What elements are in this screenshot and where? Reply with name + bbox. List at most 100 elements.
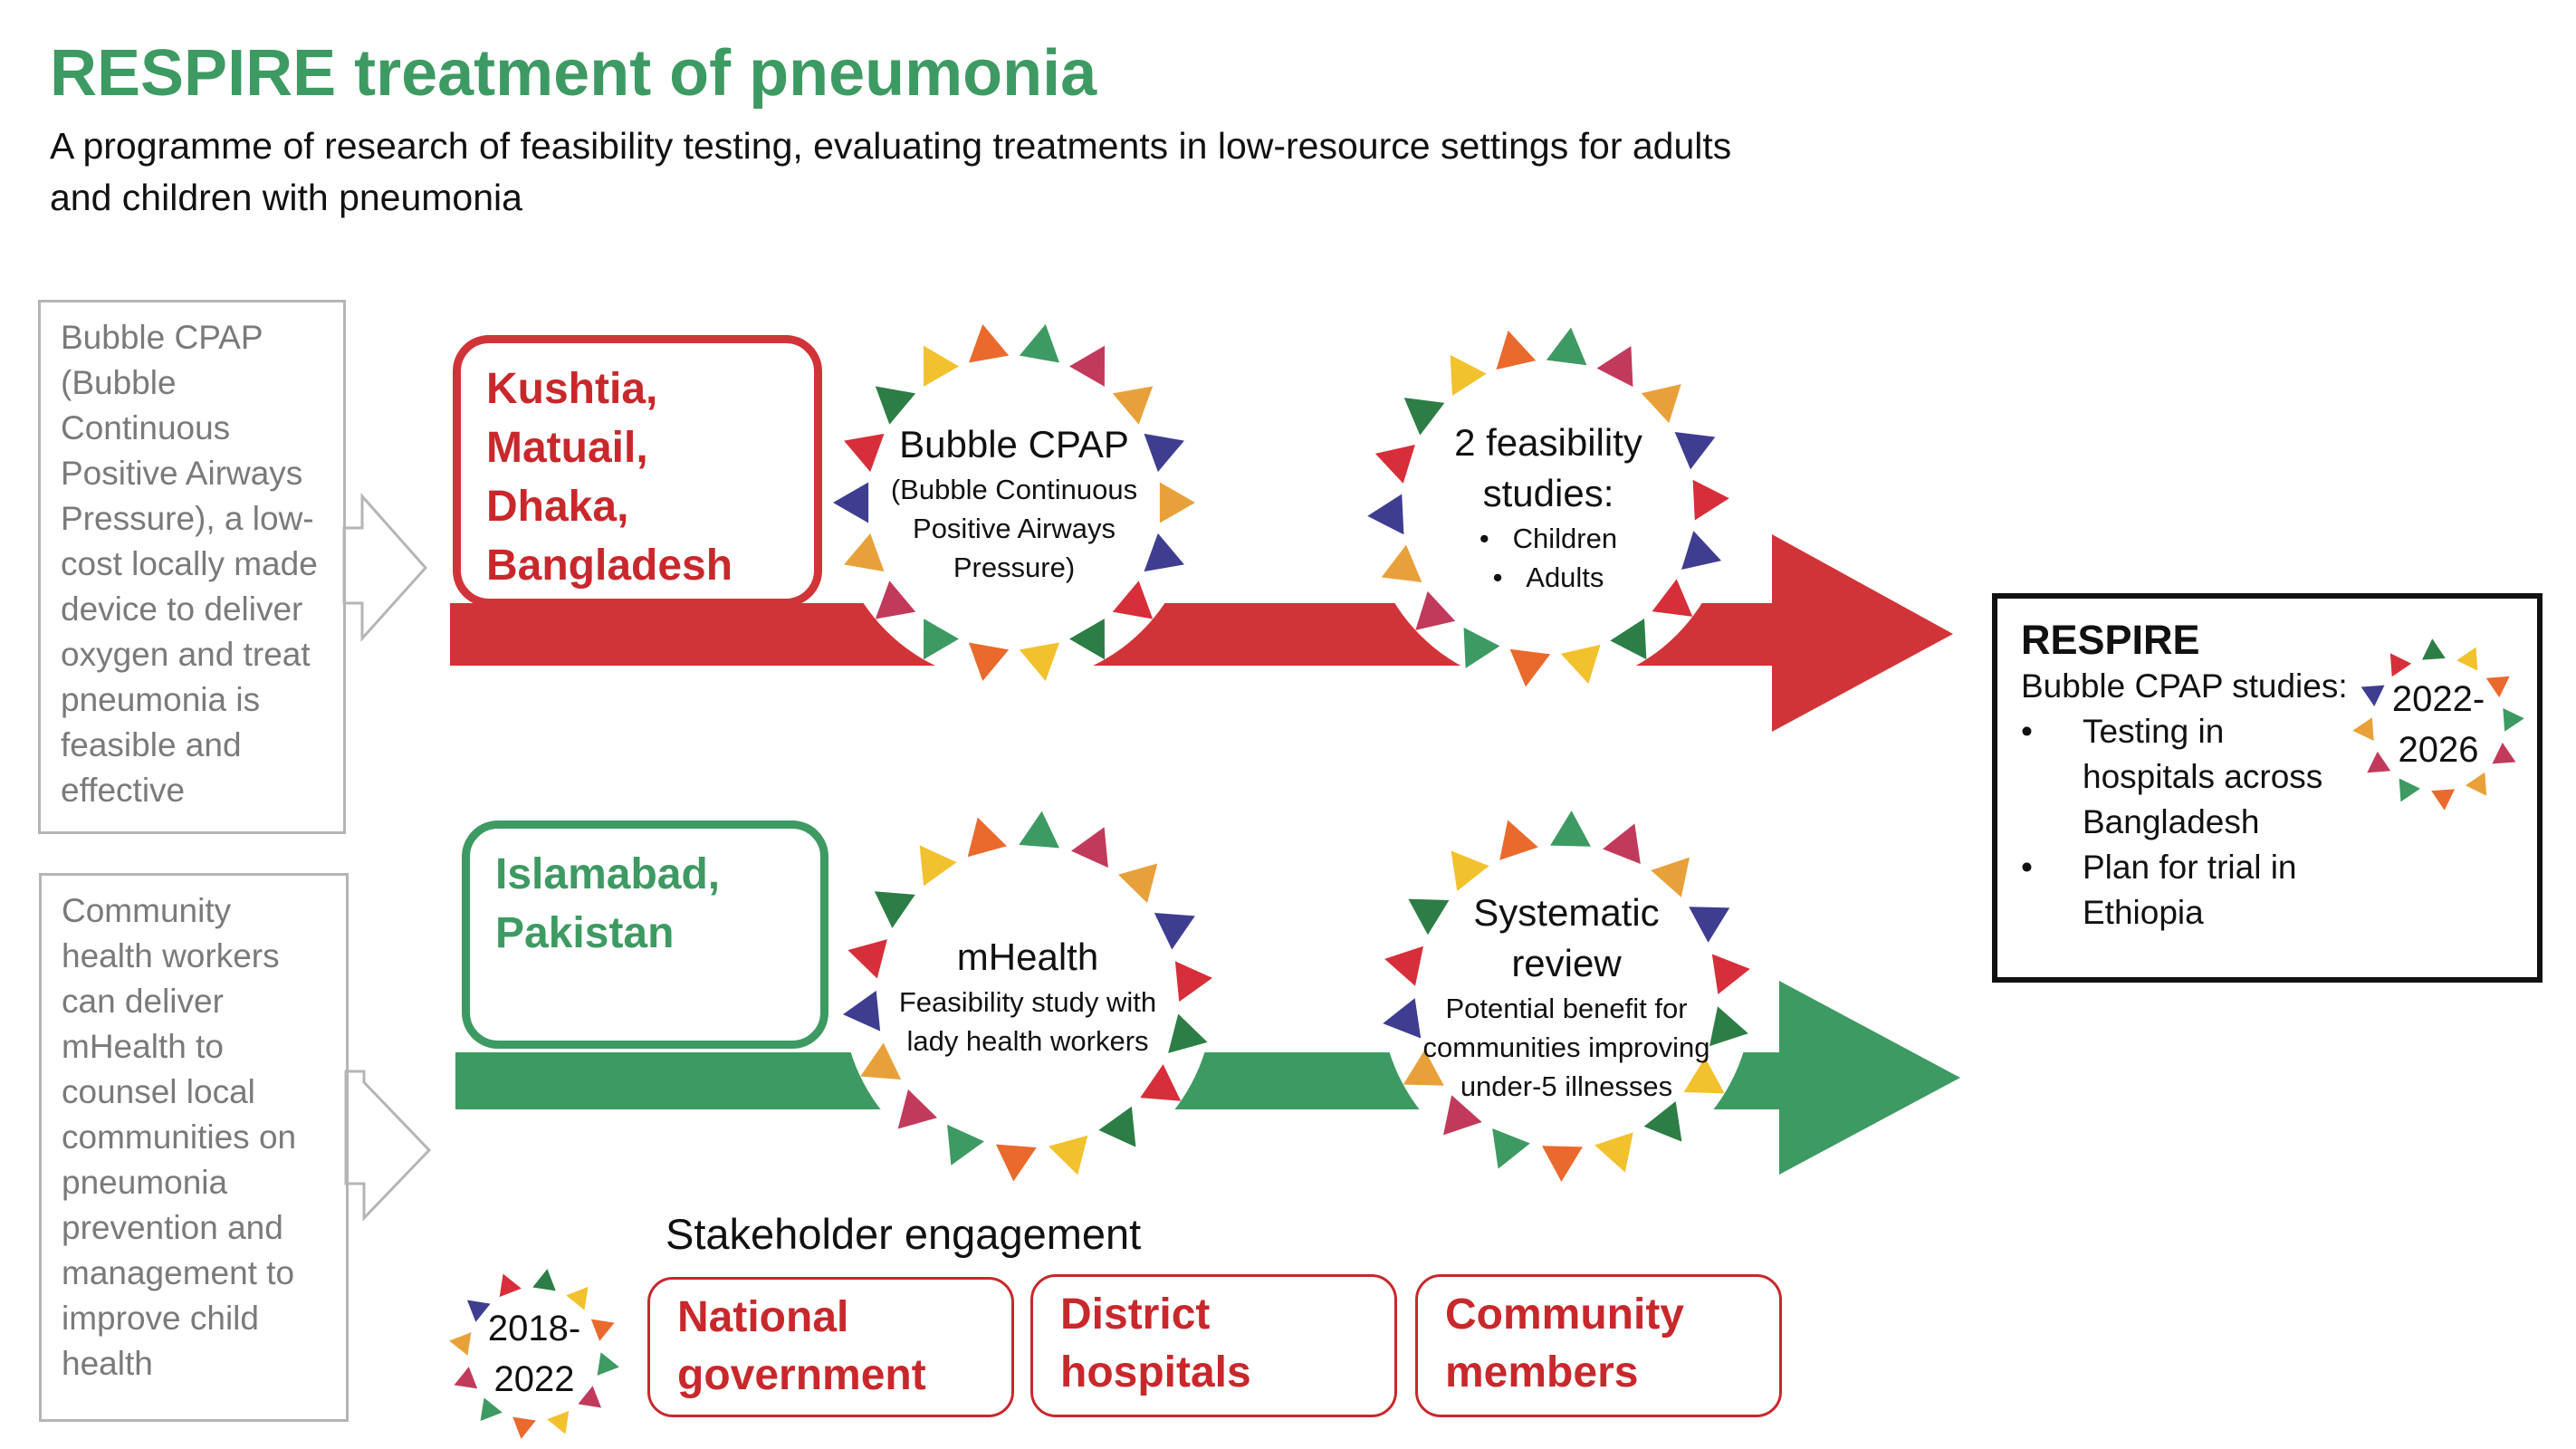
ring-triangle bbox=[1492, 1128, 1530, 1169]
ring-triangle bbox=[2456, 647, 2478, 671]
ring-background bbox=[842, 811, 1213, 1182]
respire-box: RESPIRE Bubble CPAP studies: •Testing in… bbox=[1992, 593, 2542, 983]
ring-triangle bbox=[1140, 1064, 1182, 1101]
respire-title: RESPIRE bbox=[2021, 617, 2200, 663]
ring-triangle bbox=[947, 1124, 984, 1166]
ring-triangle bbox=[1674, 431, 1716, 470]
ring-triangle bbox=[1071, 827, 1108, 868]
ring-triangle bbox=[597, 1352, 619, 1376]
years-text: 2018-2022 bbox=[487, 1309, 581, 1399]
ring-triangle bbox=[1098, 1106, 1136, 1147]
ring-triangle bbox=[1112, 386, 1154, 425]
ring-triangle bbox=[967, 817, 1007, 858]
ring-triangle bbox=[1546, 327, 1587, 366]
circle-feasibility-studies: 2 feasibility studies: • Children • Adul… bbox=[1376, 335, 1720, 679]
ring-triangle bbox=[2352, 717, 2374, 742]
ring-triangle bbox=[1681, 531, 1722, 570]
ring-triangle bbox=[919, 845, 957, 887]
ring-triangle bbox=[2367, 751, 2391, 773]
ring-background bbox=[2352, 638, 2524, 811]
ring-triangle bbox=[968, 642, 1010, 681]
chevron-arrow-1 bbox=[342, 493, 428, 642]
ring-triangle bbox=[995, 1144, 1037, 1182]
ring-triangle bbox=[1174, 961, 1213, 1003]
green-arrow bbox=[455, 981, 1960, 1175]
ring-triangle bbox=[1384, 945, 1423, 986]
ring-triangle bbox=[1550, 811, 1591, 847]
ring-triangle bbox=[466, 1300, 491, 1322]
ring-triangle bbox=[874, 891, 915, 928]
ring-triangle bbox=[2421, 638, 2446, 660]
ring-triangle bbox=[1499, 820, 1538, 860]
location-bangladesh: Kushtia, Matuail, Dhaka, Bangladesh bbox=[453, 335, 822, 607]
ring-triangle bbox=[449, 1332, 472, 1356]
ring-triangle bbox=[1641, 384, 1681, 424]
ring-triangle bbox=[1651, 857, 1690, 897]
ring-triangle bbox=[532, 1269, 556, 1291]
ring-triangle bbox=[1652, 579, 1693, 617]
ring-triangle bbox=[1689, 907, 1730, 943]
ring-triangle bbox=[897, 1089, 938, 1129]
ring-triangle bbox=[1144, 533, 1184, 572]
respire-bullet: •Plan for trial in Ethiopia bbox=[2021, 845, 2347, 936]
ring-triangle bbox=[2399, 778, 2420, 802]
ring-triangle bbox=[1144, 433, 1184, 473]
circle-detail: Potential benefit for communities improv… bbox=[1422, 992, 1710, 1102]
ring-triangle bbox=[1049, 1135, 1088, 1176]
ring-triangle bbox=[2485, 676, 2510, 698]
ring-triangle bbox=[1711, 954, 1750, 994]
ring-triangle bbox=[1643, 1100, 1682, 1142]
ring-triangle bbox=[512, 1416, 536, 1439]
bullet-text: Children bbox=[1512, 523, 1618, 554]
ring-triangle bbox=[875, 581, 916, 619]
page-title: RESPIRE treatment of pneumonia bbox=[50, 37, 1097, 110]
ring-triangle bbox=[1168, 1013, 1208, 1053]
ring-triangle bbox=[1019, 324, 1060, 363]
ring-triangle bbox=[1403, 1050, 1444, 1086]
ring-triangle bbox=[1442, 1095, 1482, 1136]
stakeholder-national-government: National government bbox=[647, 1277, 1014, 1417]
chevron-arrow-2 bbox=[344, 1070, 432, 1222]
ring-triangle bbox=[842, 990, 881, 1032]
ring-triangle bbox=[1159, 482, 1195, 523]
respire-bullet: •Testing in hospitals across Bangladesh bbox=[2021, 709, 2347, 845]
ring-triangle bbox=[1415, 590, 1456, 630]
ring-triangle bbox=[1683, 1057, 1725, 1094]
ring-triangle bbox=[860, 1042, 902, 1080]
circle-detail: Feasibility study with lady health worke… bbox=[898, 986, 1157, 1057]
ring-triangle bbox=[1496, 330, 1537, 370]
years-badge-2022: 2022-2026 bbox=[2352, 638, 2524, 811]
ring-triangle bbox=[547, 1410, 570, 1435]
ring-triangle bbox=[2503, 707, 2524, 732]
ring-triangle bbox=[844, 533, 885, 572]
ring-triangle bbox=[1594, 1132, 1633, 1173]
ring-triangle bbox=[566, 1286, 589, 1310]
ring-background bbox=[448, 1268, 620, 1440]
circle-mhealth: mHealth Feasibility study with lady heal… bbox=[856, 824, 1200, 1168]
ring-triangle bbox=[833, 482, 869, 523]
ring-triangle bbox=[968, 324, 1010, 363]
circle-title: Bubble CPAP bbox=[899, 422, 1129, 465]
ring-triangle bbox=[1019, 642, 1060, 681]
ring-triangle bbox=[499, 1273, 522, 1298]
ring-triangle bbox=[2389, 653, 2412, 677]
ring-triangle bbox=[875, 386, 916, 425]
circle-bubble-cpap: Bubble CPAP (Bubble Continuous Positive … bbox=[847, 335, 1182, 670]
red-arrow bbox=[450, 534, 1953, 732]
ring-triangle bbox=[1069, 619, 1105, 660]
stakeholder-district-hospitals: District hospitals bbox=[1030, 1274, 1397, 1417]
ring-triangle bbox=[1451, 850, 1489, 892]
circle-title: mHealth bbox=[956, 936, 1099, 978]
location-pakistan: Islamabad, Pakistan bbox=[462, 820, 828, 1049]
ring-triangle bbox=[1383, 998, 1422, 1039]
respire-bullet-text: Testing in hospitals across Bangladesh bbox=[2083, 713, 2323, 840]
ring-triangle bbox=[2431, 789, 2456, 811]
ring-triangle bbox=[1069, 345, 1105, 387]
side-box-mhealth: Community health workers can deliver mHe… bbox=[39, 873, 349, 1422]
ring-triangle bbox=[1560, 644, 1601, 685]
ring-triangle bbox=[590, 1319, 615, 1341]
ring-triangle bbox=[1381, 544, 1422, 583]
stakeholder-community-members: Community members bbox=[1415, 1274, 1782, 1417]
circle-detail: (Bubble Continuous Positive Airways Pres… bbox=[890, 473, 1138, 583]
